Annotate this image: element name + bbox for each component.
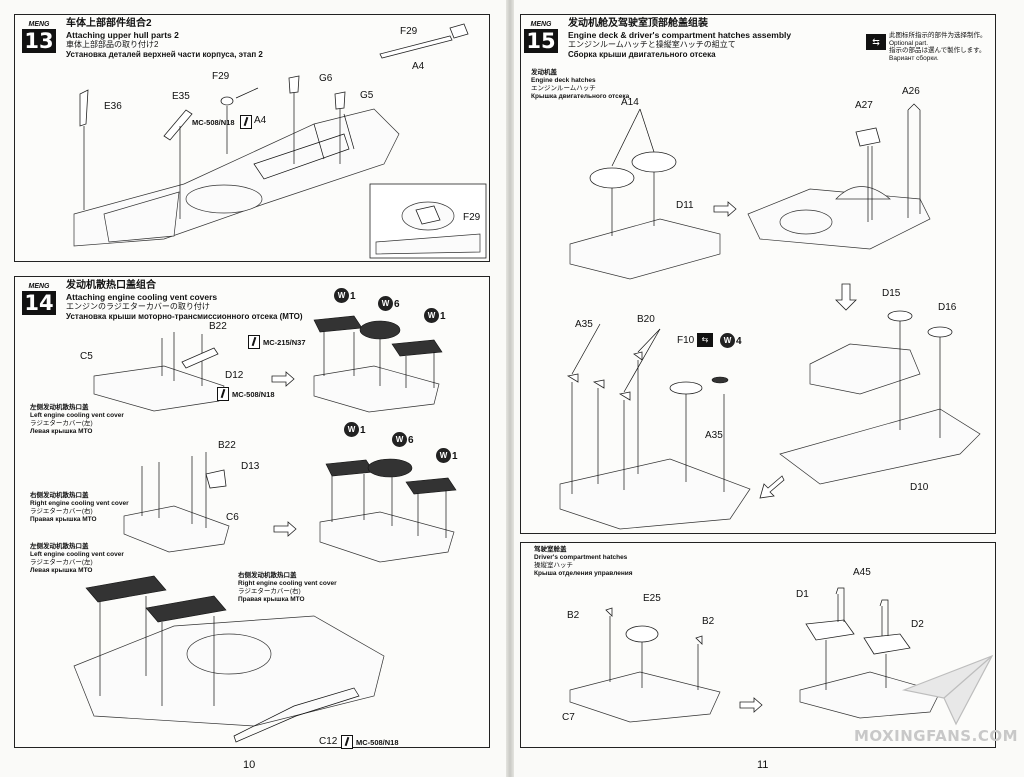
part-label-g5: G5 [360, 90, 374, 101]
drivers-hatch-subhead: 驾驶室舱盖 Driver's compartment hatches 操縦室ハッ… [534, 546, 633, 577]
engine-deck-subhead: 发动机盖 Engine deck hatches エンジンルームハッチ Крыш… [531, 69, 630, 100]
part-label-a45: A45 [853, 567, 871, 578]
paint-w-count: 6 [408, 435, 414, 446]
glue-code-14a: MC-215/N37 [263, 338, 306, 347]
part-label-a26: A26 [902, 86, 920, 97]
part-label-d10: D10 [910, 482, 929, 493]
part-label-b22-2: B22 [218, 440, 236, 451]
paint-w-count: 6 [394, 299, 400, 310]
caption-left-cover: 左侧发动机散热口盖 Left engine cooling vent cover… [30, 404, 124, 435]
glue-code-14b: MC-508/N18 [232, 390, 275, 399]
part-label-e36: E36 [104, 101, 122, 112]
step-badge: MENG 13 [18, 16, 60, 54]
part-label-d16: D16 [938, 302, 957, 313]
paint-w-count: 1 [452, 451, 458, 462]
optional-part-icon: ⇆ [697, 333, 713, 347]
site-watermark: MOXINGFANS.COM [853, 727, 1018, 745]
caption-right-cover: 右侧发动机散热口盖 Right engine cooling vent cove… [30, 492, 129, 523]
part-label-a14: A14 [621, 97, 639, 108]
paint-w-count: 1 [440, 311, 446, 322]
knife-icon [248, 335, 260, 349]
caption-left-cover-2: 左侧发动机散热口盖 Left engine cooling vent cover… [30, 543, 124, 574]
knife-icon [341, 735, 353, 749]
step-number: 14 [22, 291, 56, 315]
brand-logo: MENG [530, 21, 552, 28]
paint-w-badge: W [424, 308, 439, 323]
knife-icon [217, 387, 229, 401]
part-label-d15: D15 [882, 288, 901, 299]
part-label-g6: G6 [319, 73, 333, 84]
glue-code-14c: MC-508/N18 [356, 738, 399, 747]
step-titles: 发动机散热口盖组合 Attaching engine cooling vent … [66, 280, 303, 322]
title-jp: 車体上部部品の取り付け2 [66, 40, 159, 49]
part-label-b2-2: B2 [702, 616, 715, 627]
title-en: Attaching upper hull parts 2 [66, 30, 179, 40]
paint-w-badge: W [720, 333, 735, 348]
part-label-d2: D2 [911, 619, 924, 630]
title-jp: エンジンルームハッチと操縦室ハッチの組立て [568, 40, 736, 49]
part-label-a4: A4 [254, 115, 267, 126]
part-label-c6: C6 [226, 512, 239, 523]
step-number: 13 [22, 29, 56, 53]
title-jp: エンジンのラジエターカバーの取り付け [66, 302, 210, 311]
part-label-a27: A27 [855, 100, 873, 111]
title-en: Attaching engine cooling vent covers [66, 292, 218, 302]
brand-logo: MENG [28, 21, 50, 28]
drivers-hatch-frame [520, 542, 996, 748]
part-label-e25: E25 [643, 593, 661, 604]
page-number-right: 11 [757, 759, 769, 771]
part-label-f29-top: F29 [400, 26, 418, 37]
part-label-a35: A35 [575, 319, 593, 330]
part-label-b2: B2 [567, 610, 580, 621]
paint-w-count: 1 [360, 425, 366, 436]
part-label-f29-inset: F29 [463, 212, 481, 223]
part-label-a4-top: A4 [412, 61, 425, 72]
paint-w-count: 1 [350, 291, 356, 302]
title-en: Engine deck & driver's compartment hatch… [568, 30, 792, 40]
step-titles: 车体上部部件组合2 Attaching upper hull parts 2 車… [66, 18, 263, 60]
part-label-b20: B20 [637, 314, 655, 325]
paint-w-badge: W [334, 288, 349, 303]
title-ru: Установка крыши моторно-трансмиссионного… [66, 312, 303, 321]
part-label-b22: B22 [209, 321, 227, 332]
part-label-f29: F29 [212, 71, 230, 82]
step-14-drawing [73, 315, 457, 743]
step-badge: MENG 14 [18, 278, 60, 316]
paint-w-badge: W [436, 448, 451, 463]
step-number: 15 [524, 29, 558, 53]
step-13-drawing [73, 23, 487, 259]
part-label-d1: D1 [796, 589, 809, 600]
paint-w-badge: W [378, 296, 393, 311]
title-ru: Установка деталей верхней части корпуса,… [66, 50, 263, 59]
part-label-d13: D13 [241, 461, 260, 472]
part-label-c7: C7 [562, 712, 575, 723]
part-label-a35-2: A35 [705, 430, 723, 441]
part-label-c5: C5 [80, 351, 93, 362]
part-label-f10: F10 [677, 335, 695, 346]
optional-part-icon: ⇆ [866, 34, 886, 50]
part-label-d11: D11 [676, 200, 694, 211]
part-label-c12: C12 [319, 736, 338, 747]
book-gutter [506, 0, 514, 777]
brand-logo: MENG [28, 283, 50, 290]
title-cn: 发动机散热口盖组合 [66, 280, 156, 291]
title-cn: 车体上部部件组合2 [66, 18, 152, 29]
page-number-left: 10 [243, 759, 256, 771]
part-label-e35: E35 [172, 91, 190, 102]
knife-icon [240, 115, 252, 129]
title-ru: Сборка крыши двигательного отсека [568, 50, 716, 59]
part-label-d12: D12 [225, 370, 244, 381]
paint-w-badge: W [392, 432, 407, 447]
step-badge: MENG 15 [520, 16, 562, 54]
paint-w-count: 4 [736, 336, 742, 347]
step-15-drawing [559, 103, 981, 530]
drivers-hatch-drawing [569, 587, 941, 723]
title-cn: 发动机舱及驾驶室顶部舱盖组装 [568, 18, 708, 29]
glue-code-13: MC-508/N18 [192, 118, 235, 127]
step-titles: 发动机舱及驾驶室顶部舱盖组装 Engine deck & driver's co… [568, 18, 791, 60]
caption-right-cover-2: 右侧发动机散热口盖 Right engine cooling vent cove… [238, 572, 337, 603]
optional-legend: 此图标所指示的部件为选择制作。 Optional part. 指示の部品は選んで… [889, 32, 987, 62]
paper-plane-icon [901, 654, 994, 726]
paint-w-badge: W [344, 422, 359, 437]
